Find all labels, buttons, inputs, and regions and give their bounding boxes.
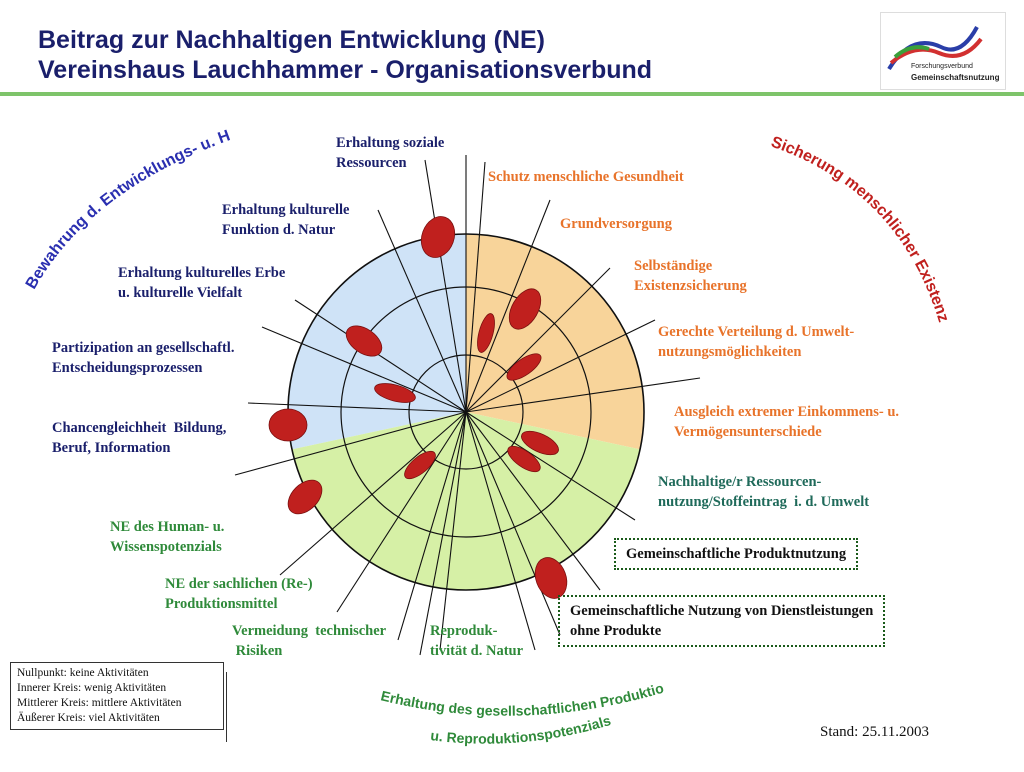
logo-text-top: Forschungsverbund [911,63,973,70]
logo-text-bottom: Gemeinschaftsnutzung [911,73,1000,82]
legend: Nullpunkt: keine Aktivitäten Innerer Kre… [10,662,224,730]
box-dienstleistungen: Gemeinschaftliche Nutzung von Dienstleis… [558,595,886,647]
page-title-line1: Beitrag zur Nachhaltigen Entwicklung (NE… [38,26,545,54]
label-existenzsicherung: Selbständige Existenzsicherung [634,258,747,294]
header-divider [0,92,1024,96]
sector-orange [466,234,644,450]
logo: Forschungsverbund Gemeinschaftsnutzung [880,12,1006,90]
marker [507,445,541,473]
label-gesundheit: Schutz menschliche Gesundheit [488,169,684,185]
label-sachliche-produktionsmittel: NE der sachlichen (Re-) Produktionsmitte… [165,576,313,612]
spokes [234,155,701,656]
sector-green [292,412,640,590]
legend-item: Nullpunkt: keine Aktivitäten [17,667,149,679]
legend-item: Äußerer Kreis: viel Aktivitäten [17,712,160,724]
marker [477,313,495,353]
marker [404,450,436,480]
legend-item: Innerer Kreis: wenig Aktivitäten [17,682,167,694]
legend-item: Mittlerer Kreis: mittlere Aktivitäten [17,697,182,709]
label-chancengleichheit: Chancengleichheit Bildung, Beruf, Inform… [52,420,227,456]
label-vermeidung-risiken: Vermeidung technischer Risiken [232,623,387,659]
marker [287,479,323,515]
box-produktnutzung: Gemeinschaftliche Produktnutzung [614,538,859,570]
logo-mark-icon [887,26,983,71]
label-reproduktivitaet: Reproduk- tivität d. Natur [430,623,524,659]
label-ausgleich: Ausgleich extremer Einkommens- u. Vermög… [674,404,900,440]
marker [374,383,416,403]
category-right-label: Sicherung menschlicher Existenz [769,134,952,324]
label-soziale-ressourcen: Erhaltung soziale Ressourcen [336,135,445,171]
marker [508,288,542,330]
label-humanpotenzial: NE des Human- u. Wissenspotenzials [110,519,225,555]
date-stamp: Stand: 25.11.2003 [820,724,930,740]
label-ressourcennutzung: Nachhaltige/r Ressourcen- nutzung/Stoffe… [658,474,870,510]
label-kulturelle-funktion: Erhaltung kulturelle Funktion d. Natur [222,202,350,238]
marker [506,353,542,381]
divider-line [226,672,227,742]
marker [521,430,559,456]
page-title-line2: Vereinshaus Lauchhammer - Organisationsv… [38,56,653,84]
marker [420,216,456,258]
category-left-label: Bewahrung d. Entwicklungs- u. Handlungsm… [0,0,233,292]
label-partizipation: Partizipation an gesellschaftl. Entschei… [52,340,235,376]
label-grundversorgung: Grundversorgung [560,216,672,232]
label-kulturelles-erbe: Erhaltung kulturelles Erbe u. kulturelle… [118,265,286,301]
marker [268,408,308,442]
marker [345,325,383,357]
label-verteilung: Gerechte Verteilung d. Umwelt- nutzungsm… [658,324,855,360]
